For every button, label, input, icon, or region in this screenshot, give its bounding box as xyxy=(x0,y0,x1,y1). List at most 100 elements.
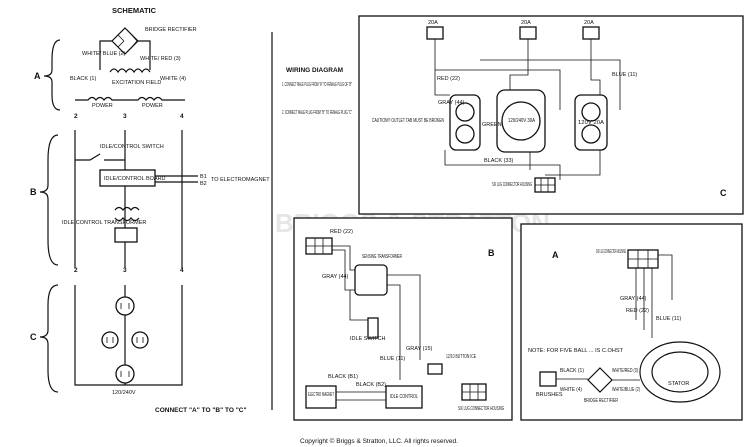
schematic-outlet-label: 120/240V xyxy=(112,390,136,396)
power-windings xyxy=(75,96,185,101)
button-ice-label: 12/10 BUTTON ICE xyxy=(446,354,476,360)
wiring-step-2: 2. CONNECT MALE PLUG FROM "B" TO FEMALE … xyxy=(282,110,352,116)
brushes xyxy=(539,371,557,387)
idle-switch-label: IDLE SWITCH xyxy=(350,336,385,342)
idle-control xyxy=(385,385,423,409)
outlet-120v-20a-label: 120V 20A xyxy=(578,120,604,126)
brushes-label: BRUSHES xyxy=(536,392,563,398)
outlet-right xyxy=(131,331,149,349)
to-electromagnet-label: TO ELECTROMAGNET xyxy=(211,177,270,183)
panel-b-wire-black-b1: BLACK (B1) xyxy=(328,374,358,380)
panel-a-wire-black: BLACK (1) xyxy=(560,368,584,374)
panel-a-note: NOTE: FOR FIVE BALL ... IS C.OHST xyxy=(528,348,624,354)
wiring-step-1: 1. CONNECT MALE PLUG FROM "A" TO FEMALE … xyxy=(282,82,352,88)
panel-a-wire-white-red: WHITE/RED (3) xyxy=(612,368,638,374)
breaker-1 xyxy=(426,26,444,40)
panel-c-caution: CAUTION!!! OUTLET TAB MUST BE BROKEN xyxy=(372,118,444,124)
bracket-c xyxy=(39,284,59,393)
outlet-120-240v xyxy=(115,364,135,384)
section-label-a: A xyxy=(34,71,41,81)
connect-instruction: CONNECT "A" TO "B" TO "C" xyxy=(155,407,247,414)
electro-magnet-label: ELECTRO MAGNET xyxy=(308,392,334,398)
electro-magnet xyxy=(305,385,337,409)
excitation-field-coil xyxy=(109,68,151,74)
panel-a-housing-label: SIX LUG CONNECTOR HOUSING xyxy=(596,249,626,255)
excitation-field-label: EXCITATION FIELD xyxy=(112,80,161,86)
panel-a-label: A xyxy=(552,250,559,260)
panel-b-housing-label: SIX LUG CONNECTOR HOUSING xyxy=(458,406,504,412)
terminal-number-4: 4 xyxy=(180,113,184,120)
panel-c-wiring xyxy=(434,39,621,180)
panel-b-wire-blue: BLUE (11) xyxy=(380,356,405,362)
idle-control-board xyxy=(99,169,156,187)
schematic: SCHEMATIC A B C BRIDGE RECTIFIER WHITE/ … xyxy=(30,6,270,414)
schematic-wire-label-white: WHITE (4) xyxy=(160,76,186,82)
panel-a-wire-blue: BLUE (11) xyxy=(656,316,681,322)
breaker-3 xyxy=(582,26,600,40)
b-terminal-2: 2 xyxy=(74,267,78,274)
panel-c-wire-green: GREEN xyxy=(482,122,502,128)
panel-a: A SIX LUG CONNECTOR HOUSING GRAY (44) RE… xyxy=(520,223,743,421)
breaker-2 xyxy=(519,26,537,40)
idle-control-transformer-label: IDLE CONTROL TRANSFORMER xyxy=(62,220,146,226)
outlet-120-240v-30a-label: 120/240V 30A xyxy=(508,118,535,124)
idle-control-board-label: IDLE/CONTROL BOARD xyxy=(104,176,166,182)
power-label-2: POWER xyxy=(142,103,163,109)
breaker-3-rating: 20A xyxy=(584,20,594,26)
stator-inner xyxy=(651,351,709,393)
wiring-diagram-notes: WIRING DIAGRAM 1. CONNECT MALE PLUG FROM… xyxy=(282,67,352,116)
terminal-number-3: 3 xyxy=(123,113,127,120)
stator-label: STATOR xyxy=(668,381,689,387)
panel-c-wire-black: BLACK (33) xyxy=(484,158,514,164)
panel-c-housing-label: SIX LUG CONNECTOR HOUSING xyxy=(492,182,532,188)
schematic-bridge-rectifier-label: BRIDGE RECTIFIER xyxy=(145,27,197,33)
panel-a-wiring xyxy=(635,254,673,338)
copyright-notice: Copyright © Briggs & Stratton, LLC. All … xyxy=(300,437,458,445)
panel-a-bridge-rectifier-label: BRIDGE RECTIFIER xyxy=(584,398,618,404)
breaker-1-rating: 20A xyxy=(428,20,438,26)
sensing-transformer-label: SENSING TRANSFORMER xyxy=(362,254,402,260)
wiring-diagram-title: WIRING DIAGRAM xyxy=(286,67,343,74)
schematic-wire-label-white-red: WHITE/ RED (3) xyxy=(140,56,181,62)
panel-a-wire-white-blue: WHITE/BLUE (2) xyxy=(612,387,640,393)
section-label-c: C xyxy=(30,332,37,342)
button-ice xyxy=(427,363,443,375)
panel-c-wire-red: RED (22) xyxy=(437,76,460,82)
section-b-rails xyxy=(74,130,183,268)
terminal-number-2: 2 xyxy=(74,113,78,120)
power-label-1: POWER xyxy=(92,103,113,109)
panel-b: B RED (22) SENSING TRANSFORMER GRAY (44)… xyxy=(293,217,513,421)
idle-control-transformer-symbol xyxy=(114,206,140,222)
bracket-a xyxy=(43,39,61,111)
panel-c-wire-blue: BLUE (11) xyxy=(612,72,637,78)
panel-c-wire-gray: GRAY (44) xyxy=(438,100,465,106)
idle-control-switch-label: IDLE/CONTROL SWITCH xyxy=(100,144,164,150)
idle-control-label: IDLE CONTROL xyxy=(390,394,418,400)
schematic-title: SCHEMATIC xyxy=(112,6,157,15)
panel-c-label: C xyxy=(720,188,727,198)
electromagnet-lead-b1: B1 xyxy=(200,174,207,180)
outlet-left xyxy=(101,331,119,349)
panel-b-wire-black-b2: BLACK (B2) xyxy=(356,382,386,388)
panel-a-wire-white: WHITE (4) xyxy=(560,387,582,393)
panel-b-label: B xyxy=(488,248,495,258)
breaker-2-rating: 20A xyxy=(521,20,531,26)
panel-b-wiring xyxy=(332,245,421,380)
b-terminal-3: 3 xyxy=(123,267,127,274)
idle-control-switch-symbol xyxy=(75,153,125,161)
stator-outer xyxy=(639,341,721,403)
b-terminal-4: 4 xyxy=(180,267,184,274)
panel-a-wire-gray: GRAY (44) xyxy=(620,296,647,302)
panel-c: C 20A 20A 20A 120/240V 30A 120V 20A CAUT… xyxy=(358,15,744,215)
panel-b-wire-red: RED (22) xyxy=(330,229,353,235)
panel-a-wire-red: RED (22) xyxy=(626,308,649,314)
schematic-wire-label-black: BLACK (1) xyxy=(70,76,96,82)
panel-b-wire-gray-15: GRAY (15) xyxy=(406,346,433,352)
panel-b-wire-gray: GRAY (44) xyxy=(322,274,349,280)
section-label-b: B xyxy=(30,187,37,197)
sensing-transformer xyxy=(354,264,388,296)
schematic-wire-label-white-blue: WHITE/ BLUE (2) xyxy=(82,51,126,57)
bracket-b xyxy=(39,134,59,266)
electromagnet-lead-b2: B2 xyxy=(200,181,207,187)
